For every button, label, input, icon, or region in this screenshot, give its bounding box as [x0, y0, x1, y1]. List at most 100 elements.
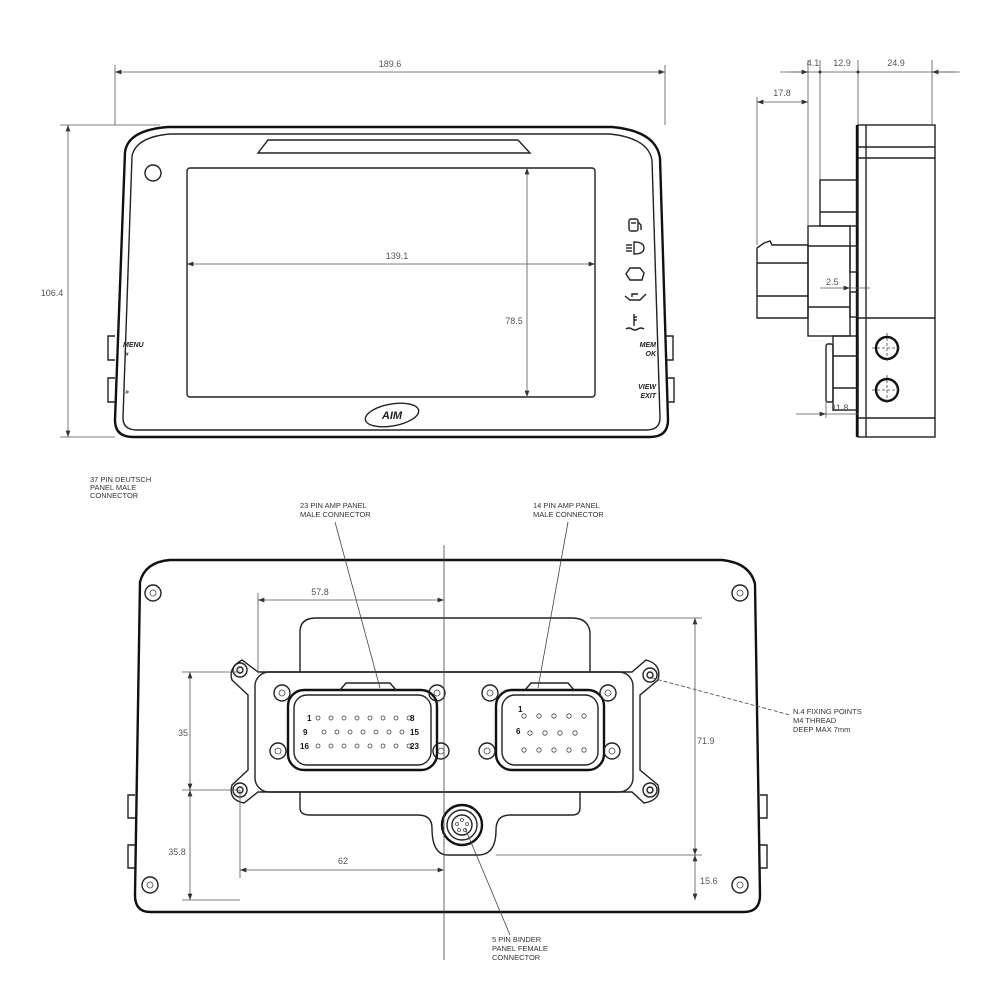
amp-14-pin-connector: 1 6 — [494, 682, 606, 772]
connector-pin — [373, 729, 379, 735]
side-binder-body — [832, 335, 859, 411]
button-label-exit: EXIT — [640, 393, 656, 400]
pin-label-9: 9 — [303, 728, 308, 737]
button-mem-ok[interactable] — [666, 335, 674, 361]
front-bezel — [122, 133, 661, 431]
fixing-point-hole — [642, 667, 658, 683]
connector-pin — [386, 729, 392, 735]
pin-label-15: 15 — [410, 728, 419, 737]
side-connector-plug — [756, 240, 809, 319]
side-mount-hole-2 — [872, 375, 902, 405]
screw-icon — [432, 742, 450, 760]
dimension-62: 62 — [338, 856, 348, 866]
label-deutsch-1: 37 PIN DEUTSCH — [90, 475, 151, 484]
side-view: 4.1 12.9 24.9 17.8 2.5 11.8 — [756, 58, 960, 438]
fixing-point-thread — [646, 786, 654, 794]
screw-head — [274, 747, 282, 755]
label-fixing-2: M4 THREAD — [793, 716, 837, 725]
front-body-outline — [113, 125, 670, 439]
dimension-screen-height: 78.5 — [505, 316, 523, 326]
fixing-point-thread — [236, 666, 244, 674]
pin-label-1: 1 — [307, 714, 312, 723]
screw-head — [736, 589, 744, 597]
connector-pin — [341, 743, 347, 749]
connector-pin — [521, 747, 527, 753]
aim-logo: AIM — [364, 402, 420, 428]
connector-pin — [566, 747, 572, 753]
screw-head — [437, 747, 445, 755]
connector-pin — [347, 729, 353, 735]
button-label-menu: MENU — [123, 342, 145, 349]
screw-icon — [269, 742, 287, 760]
connector-pin — [572, 730, 578, 736]
dimension-57-8: 57.8 — [311, 587, 329, 597]
screw-head — [149, 589, 157, 597]
dimension-12-9: 12.9 — [833, 58, 851, 68]
connector-pin — [321, 729, 327, 735]
amp-23-pin-connector: 1 8 9 15 16 23 — [286, 682, 439, 772]
front-view: MENU « » MEM OK VIEW EXIT AIM 189.6 106.… — [41, 59, 675, 439]
connector-pin — [360, 729, 366, 735]
screw-icon — [731, 876, 749, 894]
connector-pin — [367, 743, 373, 749]
label-amp23-1: 23 PIN AMP PANEL — [300, 501, 367, 510]
label-binder-1: 5 PIN BINDER — [492, 935, 542, 944]
button-label-menu-sub: « — [125, 351, 129, 358]
screw-icon — [603, 742, 621, 760]
dimension-screen-width: 139.1 — [386, 251, 409, 261]
pin-label-16: 16 — [300, 742, 309, 751]
connector-pin — [334, 729, 340, 735]
display-screen — [186, 167, 596, 398]
label-binder-3: CONNECTOR — [492, 953, 541, 962]
dimension-35: 35 — [178, 728, 188, 738]
connector-pin — [536, 713, 542, 719]
connector-pin — [354, 715, 360, 721]
side-binder-nut — [825, 343, 834, 403]
screw-head — [483, 747, 491, 755]
label-binder-2: PANEL FEMALE — [492, 944, 548, 953]
connector-pin — [542, 730, 548, 736]
screw-icon — [141, 876, 159, 894]
connector-pin — [551, 747, 557, 753]
connector-pin — [521, 713, 527, 719]
fixing-point-hole — [642, 782, 658, 798]
screw-icon — [599, 684, 617, 702]
connector-pin — [315, 715, 321, 721]
connector-pin — [527, 730, 533, 736]
screw-icon — [731, 584, 749, 602]
connector-pin — [581, 747, 587, 753]
screw-head — [608, 747, 616, 755]
rear-lower-housing — [299, 792, 581, 856]
dimension-15-6: 15.6 — [700, 876, 718, 886]
button-label-next: » — [125, 389, 129, 396]
connector-pin — [380, 743, 386, 749]
screw-icon — [481, 684, 499, 702]
light-sensor — [144, 164, 162, 182]
connector-pin — [551, 713, 557, 719]
side-mount-hole-1 — [872, 333, 902, 363]
button-label-view: VIEW — [638, 384, 657, 391]
button-view-exit[interactable] — [667, 377, 675, 403]
screw-head — [146, 881, 154, 889]
connector-pin — [566, 713, 572, 719]
fixing-point-thread — [646, 671, 654, 679]
logo-text: AIM — [381, 410, 403, 422]
connector-pin — [354, 743, 360, 749]
connector-pin — [380, 715, 386, 721]
dimension-11-8: 11.8 — [832, 403, 849, 413]
button-label-ok: OK — [646, 351, 657, 358]
side-body — [857, 124, 936, 438]
pin-label-14-6: 6 — [516, 727, 521, 736]
screw-icon — [478, 742, 496, 760]
dimension-width: 189.6 — [379, 59, 402, 69]
headlight-icon — [626, 241, 645, 255]
connector-pin — [536, 747, 542, 753]
connector-pin — [315, 743, 321, 749]
dimension-35-8: 35.8 — [168, 847, 186, 857]
binder-5-pin-connector — [440, 803, 484, 847]
button-menu[interactable] — [107, 335, 115, 361]
label-fixing-3: DEEP MAX 7mm — [793, 725, 850, 734]
label-fixing-1: N.4 FIXING POINTS — [793, 707, 862, 716]
screw-icon — [428, 684, 446, 702]
button-next[interactable] — [107, 377, 115, 403]
